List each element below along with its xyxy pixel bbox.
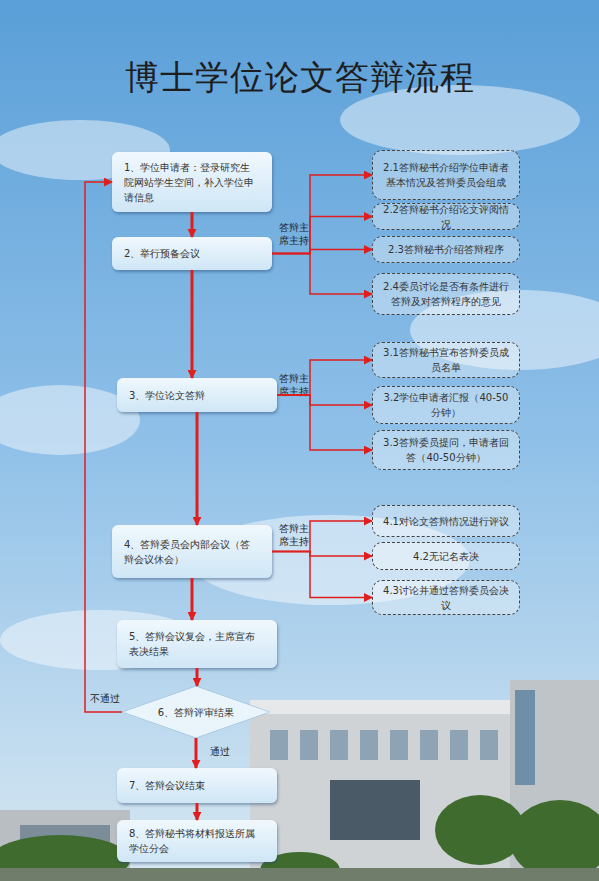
process-box: 7、答辩会议结束 — [117, 768, 277, 803]
flow-arrow — [272, 217, 372, 254]
clouds — [0, 85, 599, 670]
process-box: 4、答辩委员会内部会议（答辩会议休会） — [112, 525, 272, 578]
flow-arrow — [191, 212, 194, 237]
flow-arrow — [277, 395, 372, 450]
process-box: 8、答辩秘书将材料报送所属学位分会 — [117, 820, 277, 862]
edge-label: 通过 — [210, 745, 230, 758]
diagram-title: 博士学位论文答辩流程 — [0, 55, 599, 101]
detail-box: 3.3答辩委员提问，申请者回答（40-50分钟） — [372, 430, 520, 470]
node-text: 3.2学位申请者汇报（40-50分钟） — [383, 390, 509, 420]
node-text: 6、答辩评审结果 — [158, 705, 234, 720]
detail-box: 2.4委员讨论是否有条件进行答辩及对答辩程序的意见 — [372, 273, 520, 315]
node-text: 2.4委员讨论是否有条件进行答辩及对答辩程序的意见 — [383, 279, 509, 309]
flow-arrow — [191, 270, 194, 378]
process-box: 1、学位申请者：登录研究生院网站学生空间，补入学位申请信息 — [112, 152, 272, 212]
detail-box: 2.3答辩秘书介绍答辩程序 — [372, 236, 520, 263]
decision-diamond: 6、答辩评审结果 — [122, 686, 270, 738]
node-text: 3.3答辩委员提问，申请者回答（40-50分钟） — [383, 435, 509, 465]
node-text: 4、答辩委员会内部会议（答辩会议休会） — [124, 537, 260, 567]
flow-arrow — [272, 175, 372, 254]
node-text: 1、学位申请者：登录研究生院网站学生空间，补入学位申请信息 — [124, 160, 260, 205]
detail-box: 4.2无记名表决 — [372, 542, 520, 570]
node-text: 4.1对论文答辩情况进行评议 — [383, 514, 509, 529]
trees — [0, 795, 599, 881]
node-text: 4.2无记名表决 — [413, 549, 479, 564]
node-text: 2.3答辩秘书介绍答辩程序 — [388, 242, 504, 257]
node-text: 2.2答辩秘书介绍论文评阅情况 — [383, 202, 509, 232]
node-text: 3.1答辩秘书宣布答辩委员成员名单 — [383, 345, 509, 375]
node-text: 8、答辩秘书将材料报送所属学位分会 — [129, 826, 265, 856]
flow-arrow — [277, 360, 372, 395]
node-text: 2.1答辩秘书介绍学位申请者基本情况及答辩委员会组成 — [383, 160, 509, 190]
node-text: 7、答辩会议结束 — [129, 778, 205, 793]
host-note: 答辩主席主持 — [279, 372, 309, 398]
node-text: 4.3讨论并通过答辩委员会决议 — [383, 583, 509, 613]
diamond-shape — [122, 686, 270, 738]
detail-box: 3.2学位申请者汇报（40-50分钟） — [372, 386, 520, 424]
flow-arrow — [191, 578, 194, 620]
process-box: 3、学位论文答辩 — [117, 378, 277, 412]
host-note: 答辩主席主持 — [279, 522, 309, 548]
detail-box: 4.3讨论并通过答辩委员会决议 — [372, 580, 520, 615]
edge-label: 不通过 — [90, 692, 120, 705]
flow-arrow — [272, 521, 372, 552]
flow-arrow — [196, 803, 199, 820]
flow-arrow — [195, 738, 198, 768]
flow-arrow — [277, 395, 372, 405]
flow-arrow — [272, 552, 372, 598]
host-note: 答辩主席主持 — [279, 221, 309, 247]
detail-box: 3.1答辩秘书宣布答辩委员成员名单 — [372, 342, 520, 378]
flow-arrow — [272, 254, 372, 295]
process-box: 5、答辩会议复会，主席宣布表决结果 — [117, 620, 277, 668]
flow-arrow — [196, 412, 199, 525]
detail-box: 4.1对论文答辩情况进行评议 — [372, 505, 520, 537]
detail-box: 2.2答辩秘书介绍论文评阅情况 — [372, 203, 520, 230]
flow-arrow — [85, 182, 122, 712]
node-text: 5、答辩会议复会，主席宣布表决结果 — [129, 629, 265, 659]
flow-arrow — [196, 668, 199, 686]
node-text: 3、学位论文答辩 — [129, 388, 205, 403]
node-text: 2、举行预备会议 — [124, 246, 200, 261]
detail-box: 2.1答辩秘书介绍学位申请者基本情况及答辩委员会组成 — [372, 150, 520, 200]
process-box: 2、举行预备会议 — [112, 237, 272, 270]
